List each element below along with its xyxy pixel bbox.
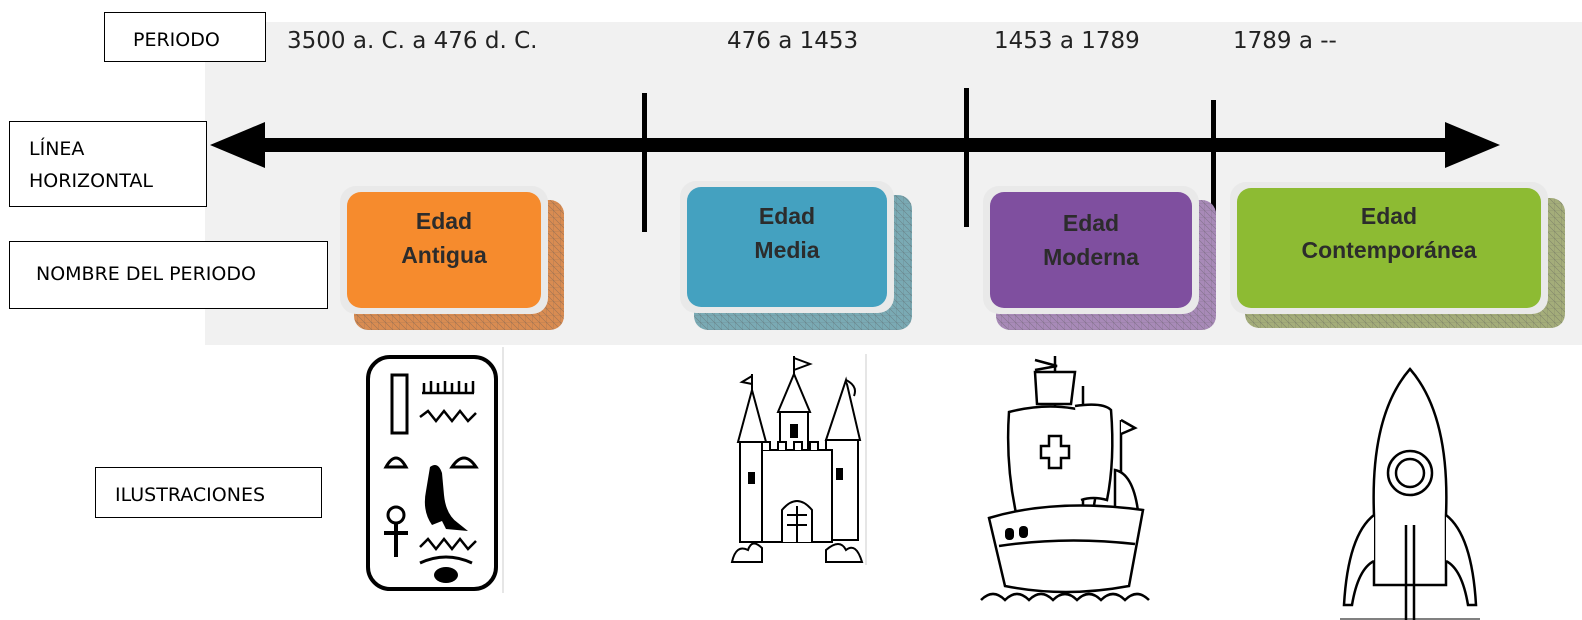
label-linea-line2: HORIZONTAL xyxy=(29,170,153,192)
period-fill xyxy=(347,192,541,308)
label-periodo: PERIODO xyxy=(104,12,266,62)
rocket-icon xyxy=(1340,367,1480,620)
period-name-line1: Edad xyxy=(416,208,472,234)
label-linea-line1: LÍNEA xyxy=(29,138,85,160)
period-name-line1: Edad xyxy=(1063,210,1119,236)
divider-3 xyxy=(1211,100,1216,235)
period-fill xyxy=(1237,188,1541,308)
date-moderna: 1453 a 1789 xyxy=(994,28,1140,54)
label-nombre-del-periodo: NOMBRE DEL PERIODO xyxy=(9,241,328,309)
period-name-line2: Contemporánea xyxy=(1301,237,1476,263)
date-contemporanea: 1789 a -- xyxy=(1233,28,1337,54)
label-ilustraciones: ILUSTRACIONES xyxy=(95,467,322,518)
period-name-line2: Antigua xyxy=(401,242,487,268)
divider-2 xyxy=(964,88,969,227)
date-antigua: 3500 a. C. a 476 d. C. xyxy=(287,28,538,54)
caravel-ship-icon xyxy=(980,356,1150,602)
period-box-moderna: Edad Moderna xyxy=(983,186,1216,330)
period-fill xyxy=(990,192,1192,308)
period-fill xyxy=(687,187,887,307)
divider-1 xyxy=(642,93,647,232)
label-nombre-text: NOMBRE DEL PERIODO xyxy=(36,263,256,285)
hieroglyph-cartouche-icon xyxy=(366,347,504,593)
label-ilustraciones-text: ILUSTRACIONES xyxy=(115,484,266,506)
period-name-line2: Moderna xyxy=(1043,244,1139,270)
castle-icon xyxy=(730,354,867,565)
period-name-line2: Media xyxy=(754,237,819,263)
date-media: 476 a 1453 xyxy=(727,28,859,54)
label-linea-horizontal: LÍNEA HORIZONTAL xyxy=(9,121,207,207)
period-box-contemporanea: Edad Contemporánea xyxy=(1230,182,1565,328)
label-periodo-text: PERIODO xyxy=(133,29,220,51)
period-box-media: Edad Media xyxy=(680,181,912,330)
period-box-antigua: Edad Antigua xyxy=(340,186,564,330)
period-name-line1: Edad xyxy=(759,203,815,229)
period-name-line1: Edad xyxy=(1361,203,1417,229)
timeline-arrow xyxy=(210,122,1500,168)
